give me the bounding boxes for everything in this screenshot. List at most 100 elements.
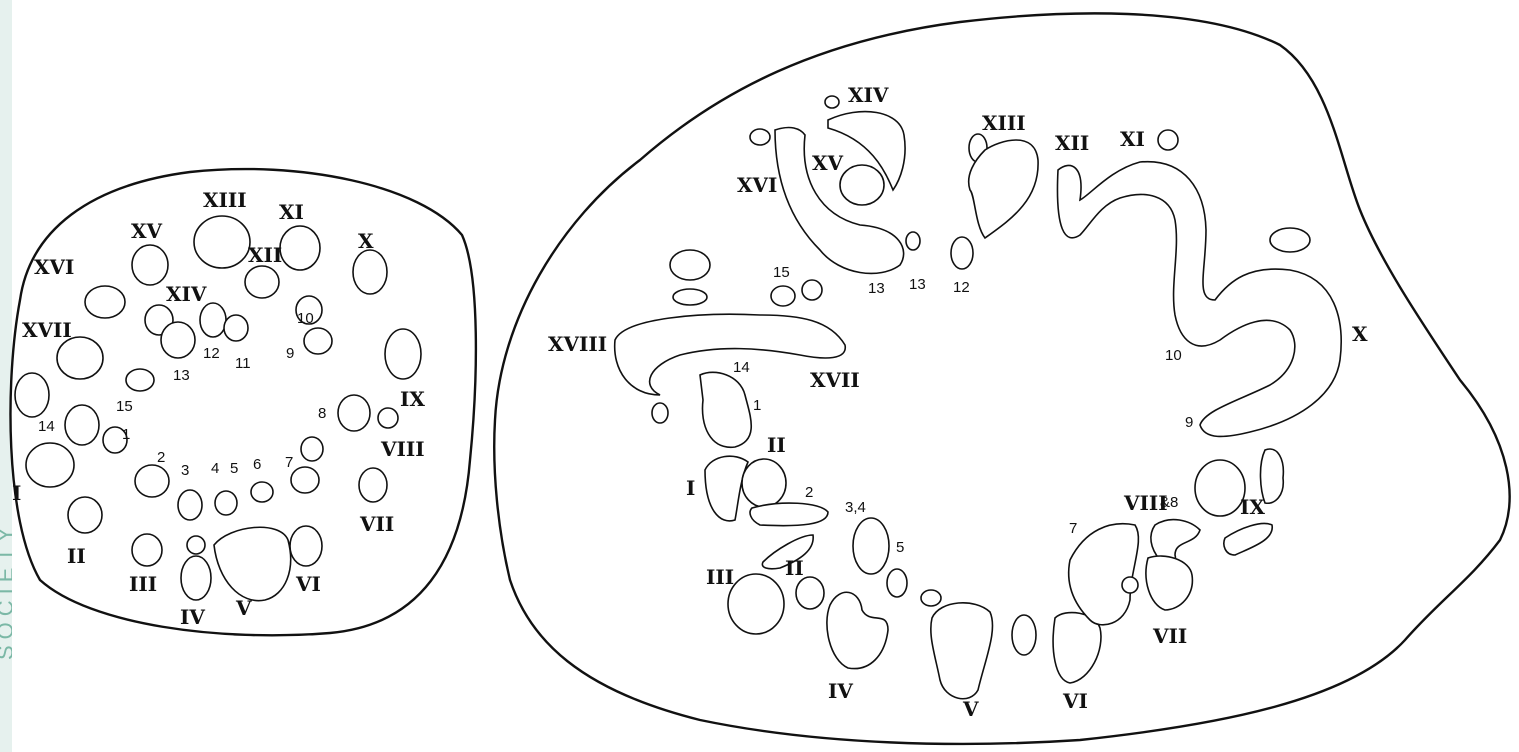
bundle (251, 482, 273, 502)
bundle (1195, 460, 1245, 516)
label-roman: XVII (22, 318, 72, 342)
label-arabic: 13 (868, 280, 885, 297)
label-roman: VII (1152, 624, 1187, 648)
bundle (65, 405, 99, 445)
bundle (750, 503, 828, 526)
label-roman: IV (828, 679, 853, 703)
bundle (951, 237, 973, 269)
bundle (187, 536, 205, 554)
bundle (359, 468, 387, 502)
bundle (906, 232, 920, 250)
bundle (378, 408, 398, 428)
bundle (194, 216, 250, 268)
bundle (224, 315, 248, 341)
label-roman: II (67, 544, 86, 568)
bundle (670, 250, 710, 280)
label-arabic: 12 (953, 279, 970, 296)
bundle (750, 129, 770, 145)
bundle (353, 250, 387, 294)
bundle (796, 577, 824, 609)
bundle (1012, 615, 1036, 655)
label-roman: X (358, 229, 374, 253)
label-arabic: 12 (203, 345, 220, 362)
label-roman: IX (1240, 495, 1265, 519)
bundle (245, 266, 279, 298)
label-arabic: 15 (773, 264, 790, 281)
label-roman: XIII (982, 111, 1026, 135)
label-roman: XV (812, 151, 844, 175)
label-arabic: 3 (181, 462, 189, 479)
label-roman: VII (359, 512, 394, 536)
label-roman: I (686, 476, 695, 500)
label-arabic: 6 (253, 456, 261, 473)
label-roman: XIII (203, 188, 247, 212)
bundle (385, 329, 421, 379)
label-roman: XVI (737, 173, 777, 197)
label-arabic: 7 (1069, 520, 1077, 537)
label-roman: VI (1062, 689, 1088, 713)
label-arabic: 7 (285, 454, 293, 471)
bundle (728, 574, 784, 634)
label-arabic: 1 (122, 426, 130, 443)
label-arabic: 9 (1185, 414, 1193, 431)
label-roman: III (129, 572, 157, 596)
bundle (215, 491, 237, 515)
bundle (304, 328, 332, 354)
bundle (280, 226, 320, 270)
bundle (126, 369, 154, 391)
left-section: XIII XI XV XII X XVI XIV XVII IX VIII VI… (10, 169, 475, 635)
label-roman: V (962, 697, 979, 721)
bundle (1122, 577, 1138, 593)
bundle (921, 590, 941, 606)
label-roman: VI (295, 572, 321, 596)
bundle (181, 556, 211, 600)
label-roman: II (785, 556, 804, 580)
label-arabic: 3,4 (845, 499, 866, 516)
bundle (290, 526, 322, 566)
bundle (68, 497, 102, 533)
bundle (26, 443, 74, 487)
label-arabic: 5 (230, 460, 238, 477)
bundle (853, 518, 889, 574)
label-roman: XVIII (548, 332, 607, 356)
bundle (200, 303, 226, 337)
label-arabic: 2 (805, 484, 813, 501)
label-roman: VIII (380, 437, 425, 461)
right-section: XIV XIII XII XI XVI XV XVIII XVII X II I… (494, 13, 1509, 744)
bundle (673, 289, 707, 305)
bundle (887, 569, 907, 597)
bundle (291, 467, 319, 493)
bundle (802, 280, 822, 300)
bundle (161, 322, 195, 358)
label-arabic: 14 (38, 418, 55, 435)
label-roman: XVII (810, 368, 860, 392)
bundle (132, 245, 168, 285)
label-roman: XII (1055, 131, 1089, 155)
bundle (57, 337, 103, 379)
bundle (840, 165, 884, 205)
label-arabic: 10 (297, 310, 314, 327)
label-roman: XV (131, 219, 163, 243)
label-arabic: 4 (211, 460, 219, 477)
label-arabic: 15 (116, 398, 133, 415)
label-roman: XI (1120, 127, 1145, 151)
bundle (15, 373, 49, 417)
label-arabic: 10 (1165, 347, 1182, 364)
bundle (742, 459, 786, 507)
label-arabic: 5 (896, 539, 904, 556)
label-roman: XIV (166, 282, 207, 306)
label-roman: III (706, 565, 734, 589)
label-arabic: 2 (157, 449, 165, 466)
label-arabic: 9 (286, 345, 294, 362)
label-roman: IX (400, 387, 425, 411)
label-roman: IV (180, 605, 205, 629)
label-roman: I (12, 481, 21, 505)
bundle (771, 286, 795, 306)
bundle (1270, 228, 1310, 252)
label-arabic: 13 (909, 276, 926, 293)
bundle (338, 395, 370, 431)
label-arabic: 11 (235, 355, 251, 372)
label-roman: XIV (848, 83, 889, 107)
bundle (85, 286, 125, 318)
